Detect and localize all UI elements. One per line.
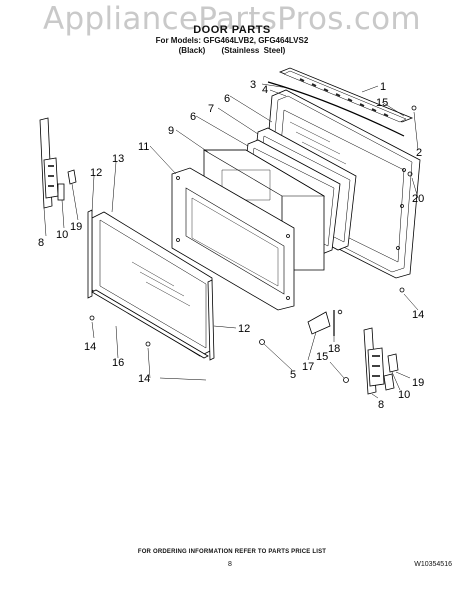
callout-16: 16 — [112, 357, 124, 369]
callout-15-upper: 15 — [376, 97, 388, 109]
callout-7: 7 — [208, 103, 214, 115]
part-vent-trim — [267, 67, 414, 137]
part-bottom-trim — [91, 289, 209, 359]
callout-13: 13 — [112, 153, 124, 165]
callout-15-lower: 15 — [316, 351, 328, 363]
callout-18: 18 — [328, 343, 340, 355]
page-number: 8 — [228, 561, 232, 568]
callout-6-upper: 6 — [224, 93, 230, 105]
callout-11: 11 — [138, 141, 149, 153]
callout-2: 2 — [416, 147, 422, 159]
part-hinge-right — [363, 327, 385, 395]
callout-3: 3 — [250, 79, 256, 91]
variant-black: (Black) — [178, 46, 206, 55]
callout-17: 17 — [302, 361, 314, 373]
document-number: W10354516 — [414, 561, 452, 568]
callout-6-lower: 6 — [190, 111, 196, 123]
callout-8-left: 8 — [38, 237, 44, 249]
callout-4: 4 — [262, 84, 268, 96]
part-hinge-receiver-right — [383, 353, 399, 391]
callout-14-left: 14 — [84, 341, 96, 353]
callout-19-right: 19 — [412, 377, 424, 389]
callout-1: 1 — [380, 81, 386, 93]
part-side-trim-left — [87, 209, 93, 299]
ordering-note: FOR ORDERING INFORMATION REFER TO PARTS … — [137, 549, 327, 555]
callout-14-bottom: 14 — [138, 373, 150, 385]
part-side-trim-right — [207, 279, 215, 361]
page-title: DOOR PARTS — [193, 24, 271, 36]
callout-12-right: 12 — [238, 323, 250, 335]
part-latch-bracket — [307, 310, 335, 336]
callout-8-right: 8 — [378, 399, 384, 411]
callout-10-right: 10 — [398, 389, 410, 401]
watermark: AppliancePartsPros.com — [43, 1, 421, 37]
callout-10-left: 10 — [56, 229, 68, 241]
callout-5: 5 — [290, 369, 296, 381]
callout-14-right: 14 — [412, 309, 424, 321]
part-inner-liner — [171, 167, 295, 311]
callout-12-left: 12 — [90, 167, 102, 179]
callout-9: 9 — [168, 125, 174, 137]
callout-20: 20 — [412, 193, 424, 205]
leader-lines — [43, 83, 419, 399]
part-hinge-receiver-left — [57, 169, 77, 201]
callout-19-left: 19 — [70, 221, 82, 233]
model-variants: (Black) (Stainless Steel) — [0, 46, 464, 55]
part-hinge-left — [39, 117, 59, 209]
callout-labels: 1 2 3 4 5 6 7 6 9 11 15 20 14 12 17 18 1… — [38, 79, 424, 411]
variant-stainless: (Stainless Steel) — [221, 46, 286, 55]
screw-set — [89, 105, 417, 383]
model-list: For Models: GFG464LVB2, GFG464LVS2 — [155, 36, 309, 45]
